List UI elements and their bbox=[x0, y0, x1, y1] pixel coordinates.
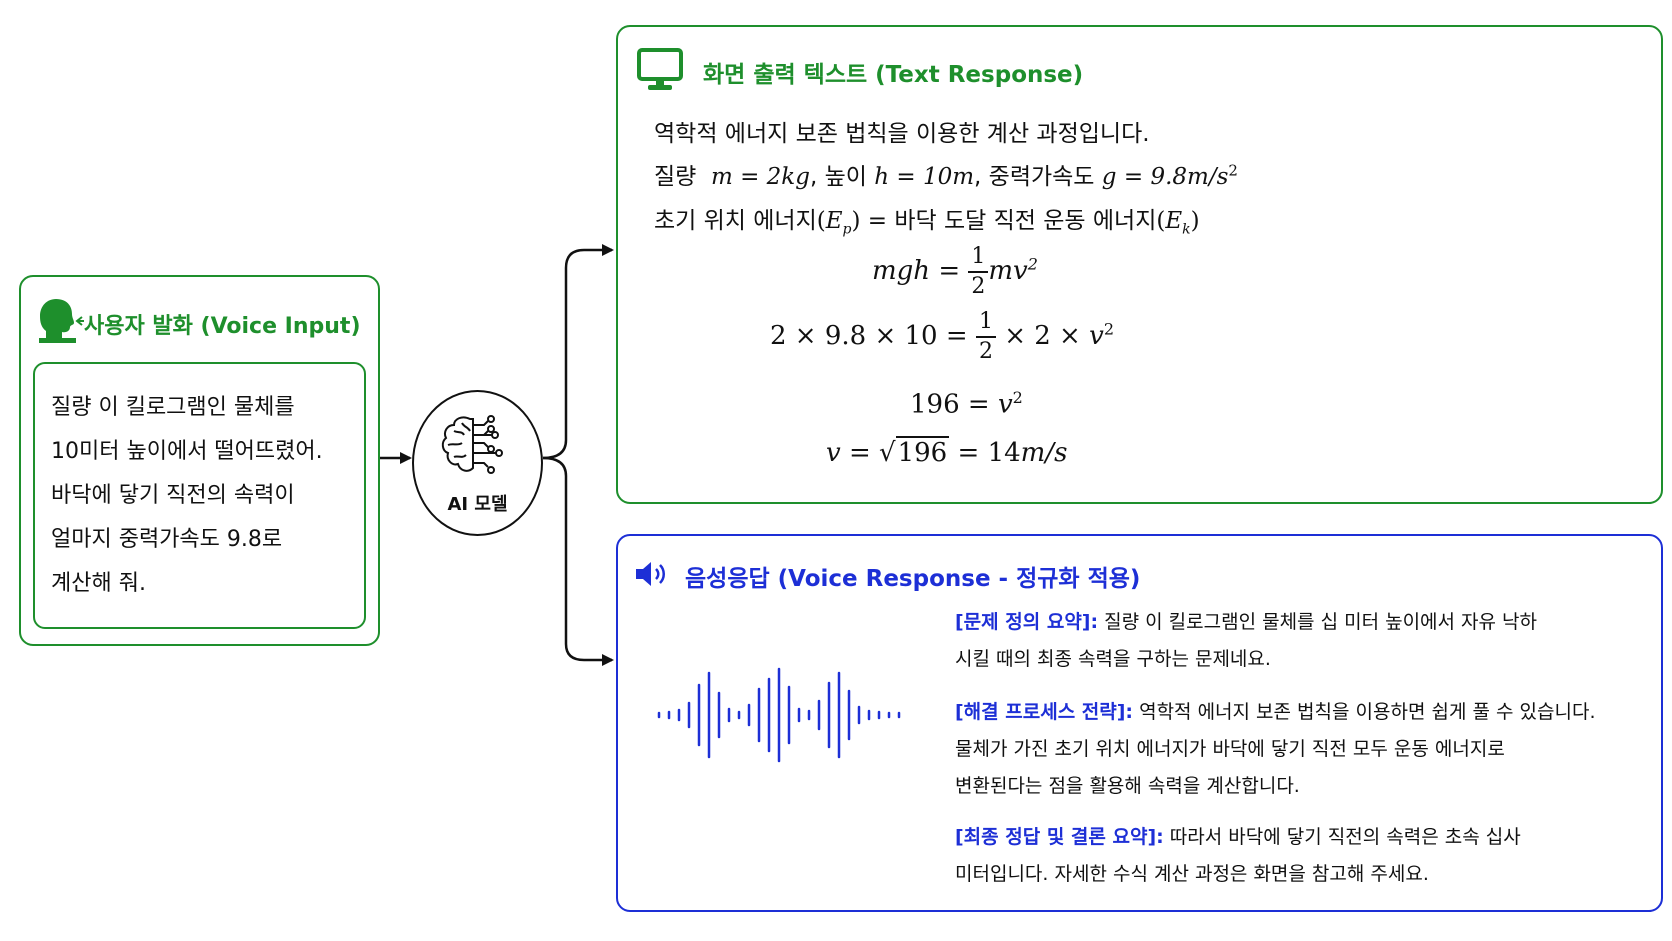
ke-label: 바닥 도달 직전 운동 에너지 bbox=[894, 208, 1157, 234]
section-text: 미터입니다. 자세한 수식 계산 과정은 화면을 참고해 주세요. bbox=[955, 863, 1429, 885]
section-text: 변환된다는 점을 활용해 속력을 계산합니다. bbox=[955, 775, 1300, 797]
step2-lhs: 2 × 9.8 × 10 bbox=[770, 321, 938, 351]
voice-response-title: 음성응답 (Voice Response - 정규화 적용) bbox=[685, 566, 1141, 592]
section-label: [문제 정의 요약]: bbox=[955, 611, 1099, 633]
given-values-line: 질량 m = 2kg, 높이 h = 10m, 중력가속도 g = 9.8m/s… bbox=[654, 161, 1238, 190]
text-response-title: 화면 출력 텍스트 (Text Response) bbox=[703, 62, 1084, 88]
section-label: [해결 프로세스 전략]: bbox=[955, 701, 1134, 723]
section-text: 질량 이 킬로그램인 물체를 십 미터 높이에서 자유 낙하 bbox=[1104, 611, 1538, 633]
gravity-value: 9.8m/s bbox=[1150, 164, 1229, 190]
ai-model-node bbox=[412, 390, 543, 536]
text-response-panel bbox=[616, 25, 1663, 504]
brain-circuit-icon bbox=[440, 413, 508, 483]
section-label: [최종 정답 및 결론 요약]: bbox=[955, 826, 1164, 848]
mass-label: 질량 bbox=[654, 164, 697, 190]
voice-section-strategy: [해결 프로세스 전략]: 역학적 에너지 보존 법칙을 이용하면 쉽게 풀 수… bbox=[955, 697, 1596, 724]
user-input-panel bbox=[19, 275, 380, 646]
utterance-line: 10미터 높이에서 떨어뜨렸어. bbox=[51, 439, 323, 464]
arrow-ai-to-voice bbox=[542, 456, 614, 666]
utterance-line: 바닥에 닿기 직전의 속력이 bbox=[51, 483, 295, 508]
step3-lhs: 196 bbox=[910, 389, 960, 420]
utterance-line: 질량 이 킬로그램인 물체를 bbox=[51, 395, 295, 420]
height-label: 높이 bbox=[824, 164, 867, 190]
section-text: 역학적 에너지 보존 법칙을 이용하면 쉽게 풀 수 있습니다. bbox=[1139, 701, 1596, 723]
speaking-head-icon bbox=[36, 296, 86, 350]
step4-sqrt: 196 bbox=[895, 436, 950, 468]
equation-simplified: 196 = v2 bbox=[910, 388, 1023, 420]
voice-section-conclusion: [최종 정답 및 결론 요약]: 따라서 바닥에 닿기 직전의 속력은 초속 십… bbox=[955, 822, 1521, 849]
utterance-line: 얼마지 중력가속도 9.8로 bbox=[51, 527, 283, 552]
user-utterance-box bbox=[33, 362, 366, 629]
monitor-icon bbox=[637, 48, 683, 96]
section-text: 시킬 때의 최종 속력을 구하는 문제네요. bbox=[955, 648, 1271, 670]
utterance-line: 계산해 줘. bbox=[51, 571, 146, 596]
section-text: 물체가 가진 초기 위치 에너지가 바닥에 닿기 직전 모두 운동 에너지로 bbox=[955, 738, 1505, 760]
mass-value: 2kg bbox=[766, 164, 810, 190]
text-intro: 역학적 에너지 보존 법칙을 이용한 계산 과정입니다. bbox=[654, 121, 1150, 147]
step2-rhs: × 2 × bbox=[1004, 321, 1081, 351]
sound-waveform-icon bbox=[657, 667, 901, 763]
voice-section-summary: [문제 정의 요약]: 질량 이 킬로그램인 물체를 십 미터 높이에서 자유 … bbox=[955, 607, 1537, 634]
pe-label: 초기 위치 에너지 bbox=[654, 208, 817, 234]
user-input-title: 사용자 발화 (Voice Input) bbox=[84, 314, 361, 339]
ai-model-label: AI 모델 bbox=[447, 494, 508, 515]
equation-result: v = √196 = 14m/s bbox=[826, 436, 1068, 468]
gravity-label: 중력가속도 bbox=[988, 164, 1095, 190]
voice-response-panel bbox=[616, 534, 1663, 912]
conservation-line: 초기 위치 에너지(Ep) = 바닥 도달 직전 운동 에너지(Ek) bbox=[654, 208, 1200, 238]
step4-result: 14 bbox=[987, 438, 1021, 468]
height-value: 10m bbox=[922, 164, 975, 190]
arrow-ai-to-text bbox=[542, 244, 614, 460]
section-text: 따라서 바닥에 닿기 직전의 속력은 초속 십사 bbox=[1169, 826, 1521, 848]
speaker-icon bbox=[634, 560, 670, 592]
